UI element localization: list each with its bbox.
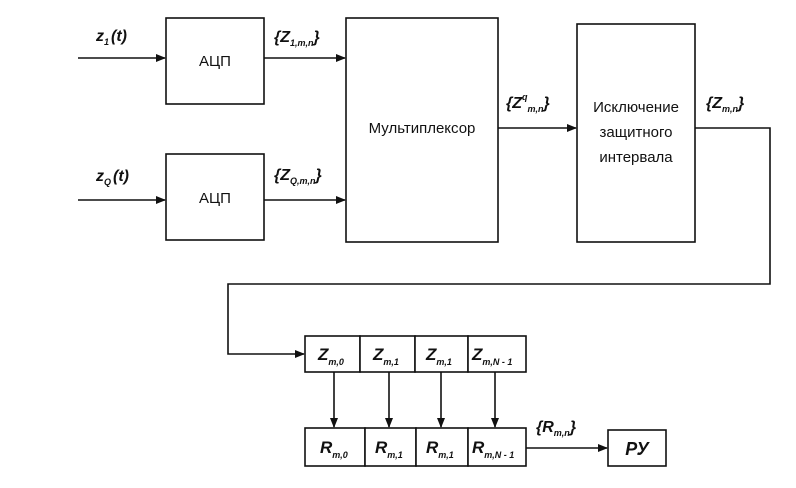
adc-1-output-label: {Z1,m,n} [274, 29, 320, 48]
z-register: Zm,0 Zm,1 Zm,1 Zm,N - 1 [304, 335, 527, 373]
z-cell-2-label: Zm,1 [425, 345, 452, 367]
multiplexer-block [345, 17, 499, 243]
z-cell-3-label: Zm,N - 1 [471, 345, 512, 367]
z-cell-1 [359, 335, 416, 373]
input-signal-q-label: zQ(t) [95, 168, 129, 187]
adc-q-output-label: {ZQ,m,n} [274, 167, 322, 186]
r-cell-2-label: Rm,1 [426, 438, 454, 460]
z-cell-1-label: Zm,1 [372, 345, 399, 367]
r-cell-2 [415, 427, 469, 467]
r-cell-1 [364, 427, 417, 467]
adc-block-q-label: АЦП [199, 190, 231, 207]
guard-label-line-2: защитного [600, 124, 673, 141]
guard-label-line-1: Исключение [593, 99, 679, 116]
mux-output-label: {Zqm,n} [506, 92, 550, 114]
adc-block-q [165, 153, 265, 241]
guard-label-line-3: интервала [599, 149, 673, 166]
z-cell-0 [304, 335, 361, 373]
r-cell-1-label: Rm,1 [375, 438, 403, 460]
guard-to-register-connector [227, 127, 771, 358]
r-output-label: {Rm,n} [536, 419, 576, 438]
r-cell-0 [304, 427, 366, 467]
r-register: Rm,0 Rm,1 Rm,1 Rm,N - 1 [304, 427, 527, 467]
adc-block-1 [165, 17, 265, 105]
z-cell-0-label: Zm,0 [317, 345, 344, 367]
z-cell-2 [414, 335, 469, 373]
multiplexer-label: Мультиплексор [369, 120, 476, 137]
ru-block [607, 429, 667, 467]
input-signal-1-label: z1(t) [95, 28, 127, 47]
adc-block-1-label: АЦП [199, 53, 231, 70]
z-cell-3 [467, 335, 527, 373]
r-cell-0-label: Rm,0 [320, 438, 348, 460]
guard-interval-removal-block [576, 23, 696, 243]
guard-output-label: {Zm,n} [706, 95, 744, 114]
ru-block-label: РУ [625, 439, 650, 459]
r-cell-3-label: Rm,N - 1 [472, 438, 514, 460]
r-cell-3 [467, 427, 527, 467]
